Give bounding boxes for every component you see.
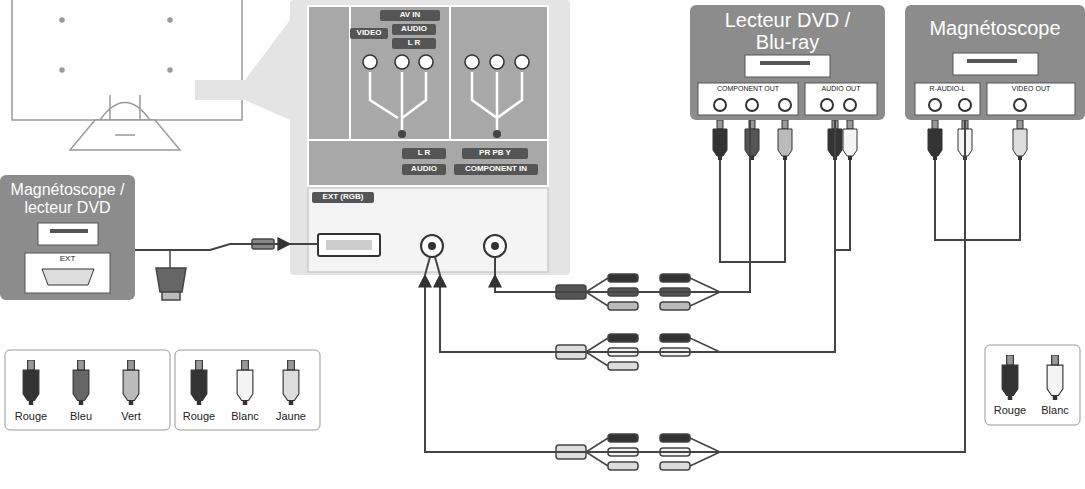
device-title: Lecteur DVD / Blu-ray	[710, 9, 865, 53]
cable-colour-label: Vert	[106, 410, 156, 422]
tv-sketch	[12, 0, 242, 150]
cable-colour-label: Rouge	[174, 410, 224, 422]
port-label: AUDIO	[402, 164, 446, 175]
cable-colour-label: Bleu	[56, 410, 106, 422]
tv-panel: AV IN VIDEO AUDIO L R L R AUDIO PR PB Y COMPONE…	[290, 0, 570, 275]
port-label: VIDEO	[350, 28, 388, 39]
port-label: COMPONENT OUT	[698, 85, 798, 93]
cable-colour-label: Rouge	[6, 410, 56, 422]
port-label: VIDEO OUT	[987, 85, 1075, 93]
port-label: L R	[392, 38, 436, 49]
port-label: AV IN	[380, 10, 440, 21]
port-label: AUDIO	[392, 24, 436, 35]
port-label: AUDIO OUT	[805, 85, 877, 93]
cable-colour-label: Blanc	[1030, 404, 1080, 416]
cable-colour-label: Blanc	[220, 410, 270, 422]
cable-colour-key	[5, 345, 1080, 430]
device-box: Lecteur DVD / Blu-rayCOMPONENT OUT AUDIO …	[690, 5, 885, 120]
dvd-plugs	[720, 160, 1020, 262]
device-box: MagnétoscopeR-AUDIO-L VIDEO OUT	[905, 5, 1085, 120]
cable	[440, 120, 835, 352]
port-label: COMPONENT IN	[454, 164, 538, 175]
port-label: R-AUDIO-L	[915, 85, 980, 93]
port-label: EXT	[25, 255, 110, 264]
device-title: Magnétoscope	[910, 17, 1080, 39]
port-label: PR PB Y	[462, 148, 528, 159]
zoom-band	[195, 20, 290, 120]
cable-colour-label: Jaune	[266, 410, 316, 422]
device-title: Magnétoscope / lecteur DVD	[5, 181, 130, 216]
cable-colour-label: Rouge	[985, 404, 1035, 416]
device-box: Magnétoscope / lecteur DVD EXT	[0, 175, 135, 300]
cable	[135, 244, 290, 250]
port-label: L R	[402, 148, 446, 159]
port-label: EXT (RGB)	[312, 192, 374, 203]
cable	[425, 120, 965, 452]
